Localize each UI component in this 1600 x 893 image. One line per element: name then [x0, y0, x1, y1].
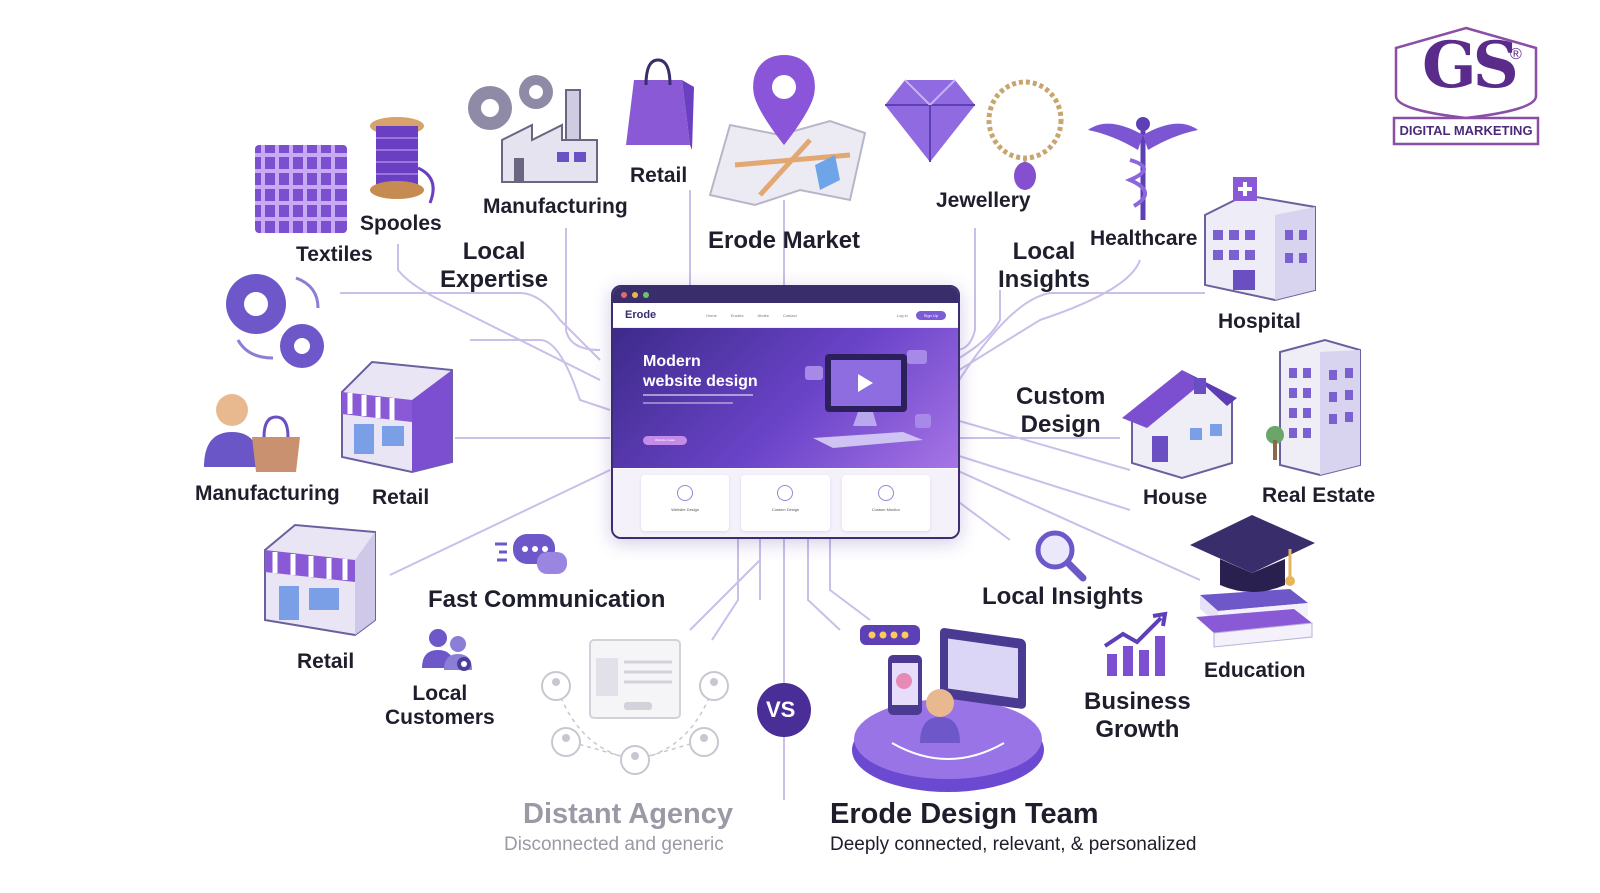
- label-business-growth: Business Growth: [1084, 688, 1191, 743]
- label-line: Customers: [385, 706, 495, 730]
- label-healthcare: Healthcare: [1090, 227, 1198, 250]
- website-mockup: Erode Home Erodes Abdes Contact Log in S…: [611, 285, 960, 539]
- label-local-expertise: Local Expertise: [440, 238, 548, 293]
- logo-registered: ®: [1510, 46, 1522, 63]
- erode-team-title: Erode Design Team: [830, 798, 1099, 830]
- label-erode-market: Erode Market: [708, 227, 861, 254]
- gs-logo-mark: [1392, 26, 1540, 146]
- caduceus-icon: [1088, 117, 1198, 220]
- logo-tagline: DIGITAL MARKETING: [1399, 123, 1533, 138]
- label-education: Education: [1204, 659, 1306, 682]
- label-house: House: [1143, 486, 1208, 509]
- necklace-icon: [986, 79, 1064, 190]
- label-line: Business: [1084, 688, 1191, 715]
- nav-link: Home: [706, 312, 717, 318]
- house-icon: [1122, 370, 1237, 480]
- nav-link: Erodes: [730, 312, 744, 318]
- distant-agency-title: Distant Agency: [523, 798, 734, 830]
- label-line: Local: [1012, 238, 1076, 265]
- service-card: Website Design: [641, 475, 730, 531]
- label-retail-top: Retail: [630, 164, 688, 187]
- design-icon: [777, 485, 794, 501]
- label-spooles: Spooles: [360, 212, 442, 235]
- label-line: Local: [462, 238, 526, 265]
- label-retail-bottom: Retail: [297, 650, 355, 673]
- map-pin-icon: [708, 55, 867, 207]
- globe-icon: [677, 485, 694, 501]
- nav-link: Contact: [782, 312, 797, 318]
- minimize-dot-icon: [632, 292, 638, 298]
- label-line: Custom: [1016, 383, 1106, 410]
- label-local-insights-top: Local Insights: [998, 238, 1090, 293]
- storefront-icon: [341, 360, 453, 474]
- site-auth: Log in Sign Up: [896, 310, 946, 320]
- label-line: Insights: [998, 265, 1091, 293]
- close-dot-icon: [621, 292, 627, 298]
- office-building-icon: [1266, 338, 1361, 477]
- gs-logo: GS ® DIGITAL MARKETING: [1392, 26, 1540, 148]
- service-card: Custom Design: [741, 475, 830, 531]
- hero-heading-line: Modern: [643, 353, 701, 370]
- shopper-icon: [204, 394, 300, 472]
- site-brand: Erode: [625, 309, 657, 321]
- label-line: Local: [412, 682, 468, 705]
- site-hero: Modern website design Website create: [613, 328, 958, 468]
- erode-team-subtitle: Deeply connected, relevant, & personaliz…: [830, 834, 1197, 855]
- label-line: Expertise: [440, 265, 549, 293]
- monitor-icon: [877, 485, 894, 501]
- textile-weave-icon: [255, 145, 347, 233]
- gears-cycle-icon: [226, 274, 324, 368]
- label-line: Design: [1020, 410, 1101, 438]
- site-nav-links: Home Erodes Abdes Contact: [706, 313, 797, 318]
- customers-group-icon: [422, 629, 472, 671]
- hero-heading: Modern website design: [643, 352, 758, 392]
- label-manufacturing-top: Manufacturing: [483, 195, 628, 218]
- hero-heading-line: website design: [643, 373, 758, 390]
- storefront-icon: [264, 523, 376, 637]
- label-line: Growth: [1095, 715, 1180, 743]
- browser-titlebar: [613, 287, 958, 303]
- hospital-building-icon: [1204, 177, 1316, 302]
- growth-chart-icon: [1103, 611, 1168, 676]
- service-card-label: Website Design: [671, 507, 700, 512]
- service-card-label: Custom Design: [771, 507, 800, 512]
- label-fast-communication: Fast Communication: [428, 586, 666, 613]
- computer-monitor-icon: [805, 350, 931, 448]
- label-manufacturing-left: Manufacturing: [195, 482, 340, 505]
- label-local-insights-bottom: Local Insights: [982, 583, 1144, 610]
- factory-gears-icon: [468, 75, 598, 183]
- hero-cta: Website create: [643, 436, 687, 445]
- label-custom-design: Custom Design: [1016, 383, 1105, 438]
- vs-badge: [757, 683, 811, 737]
- login-link: Log in: [896, 312, 908, 318]
- graduation-cap-icon: [1190, 515, 1315, 648]
- shopping-bag-icon: [626, 58, 694, 150]
- nav-link: Abdes: [757, 312, 769, 318]
- label-real-estate: Real Estate: [1262, 484, 1376, 507]
- distant-agency-subtitle: Disconnected and generic: [504, 834, 724, 855]
- design-team-platform-icon: [852, 625, 1044, 792]
- vs-label: VS: [766, 697, 796, 722]
- magnifier-icon: [1035, 530, 1087, 582]
- service-card: Custom Monitor: [841, 475, 930, 531]
- network-icon: [541, 639, 729, 775]
- label-jewellery: Jewellery: [936, 189, 1031, 212]
- signup-pill: Sign Up: [915, 310, 946, 320]
- label-local-customers: Local Customers: [385, 682, 495, 730]
- chat-bubbles-icon: [495, 534, 567, 574]
- label-textiles: Textiles: [296, 243, 373, 266]
- service-card-label: Custom Monitor: [871, 507, 900, 512]
- maximize-dot-icon: [643, 292, 649, 298]
- label-retail-left: Retail: [372, 486, 430, 509]
- label-hospital: Hospital: [1218, 310, 1301, 333]
- diamond-icon: [885, 79, 975, 162]
- site-service-cards: Website Design Custom Design Custom Moni…: [613, 469, 958, 537]
- site-nav: Erode Home Erodes Abdes Contact Log in S…: [613, 303, 958, 328]
- logo-letters: GS: [1422, 28, 1519, 103]
- thread-spool-icon: [370, 117, 435, 204]
